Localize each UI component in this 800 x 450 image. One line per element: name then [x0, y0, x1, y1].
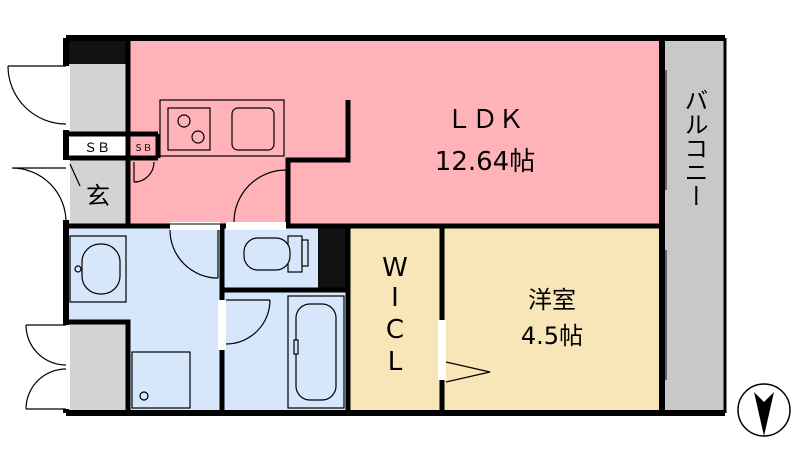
door-arc-entrance: [11, 167, 67, 223]
entrance-top-dark: [66, 38, 128, 64]
burner-2: [191, 130, 205, 144]
wall-storage: [66, 319, 131, 413]
sb-right-label: ＳＢ: [134, 144, 152, 154]
balcony: [662, 38, 725, 413]
compass-icon: [737, 383, 791, 437]
washing-machine: [131, 351, 191, 409]
door-gap-top-left: [62, 66, 70, 130]
wash-basin: [81, 243, 121, 295]
storage-gray: [66, 322, 128, 413]
wic-letter-l: L: [388, 347, 403, 377]
door-arc-washroom: [169, 229, 219, 279]
door-arc-bath: [225, 299, 271, 345]
bath-tap: [293, 339, 299, 355]
window-ldk: [663, 70, 667, 190]
entrance-gray-2: [66, 158, 128, 226]
toilet-bowl: [243, 237, 291, 271]
ldk-size: 12.64帖: [435, 147, 535, 177]
wic-sliding-door: [445, 361, 491, 383]
door-gap-ldk: [230, 222, 286, 230]
door-arc-bottom-left-2: [25, 368, 67, 410]
wall-kitchen: [285, 100, 351, 226]
faucet: [74, 265, 82, 273]
window-western: [663, 250, 667, 380]
wic-letter-c: C: [386, 315, 404, 345]
door-arc-top-left: [7, 65, 67, 125]
drain: [139, 391, 149, 401]
wic-letter-i: I: [391, 283, 399, 313]
door-arc-ldk: [233, 169, 287, 223]
toilet-paper: [301, 239, 309, 267]
door-gap-bath: [218, 300, 226, 350]
western-name: 洋室: [528, 286, 576, 314]
door-gap-bottom-left: [62, 325, 70, 409]
door-arc-sb: [133, 161, 155, 183]
door-gap-washroom: [170, 222, 220, 230]
entrance-gray-1: [66, 64, 128, 134]
wall-sb: [66, 131, 161, 161]
western-size: 4.5帖: [521, 322, 583, 350]
kitchen-counter: [159, 99, 285, 157]
wic-room: [348, 226, 442, 413]
door-gap-entrance: [62, 160, 70, 220]
western-room: [442, 226, 662, 413]
burner-1: [177, 114, 191, 128]
stove: [167, 107, 211, 151]
door-gap-wic: [438, 320, 446, 380]
sb-left-box: [66, 134, 128, 158]
balcony-label: バルコニー: [680, 88, 708, 208]
ldk-room: [128, 38, 662, 226]
wic-letter-w: W: [382, 253, 408, 283]
sb-left-label: ＳＢ: [84, 141, 110, 156]
entrance-label: 玄: [86, 182, 110, 210]
dark-fill-toilet: [318, 226, 348, 290]
door-arc-entrance-small: [69, 163, 81, 187]
door-arc-bottom-left-1: [25, 324, 67, 366]
bathtub-inner: [295, 303, 337, 401]
kitchen-sink: [231, 107, 275, 151]
ldk-name: ＬＤＫ: [446, 105, 524, 135]
